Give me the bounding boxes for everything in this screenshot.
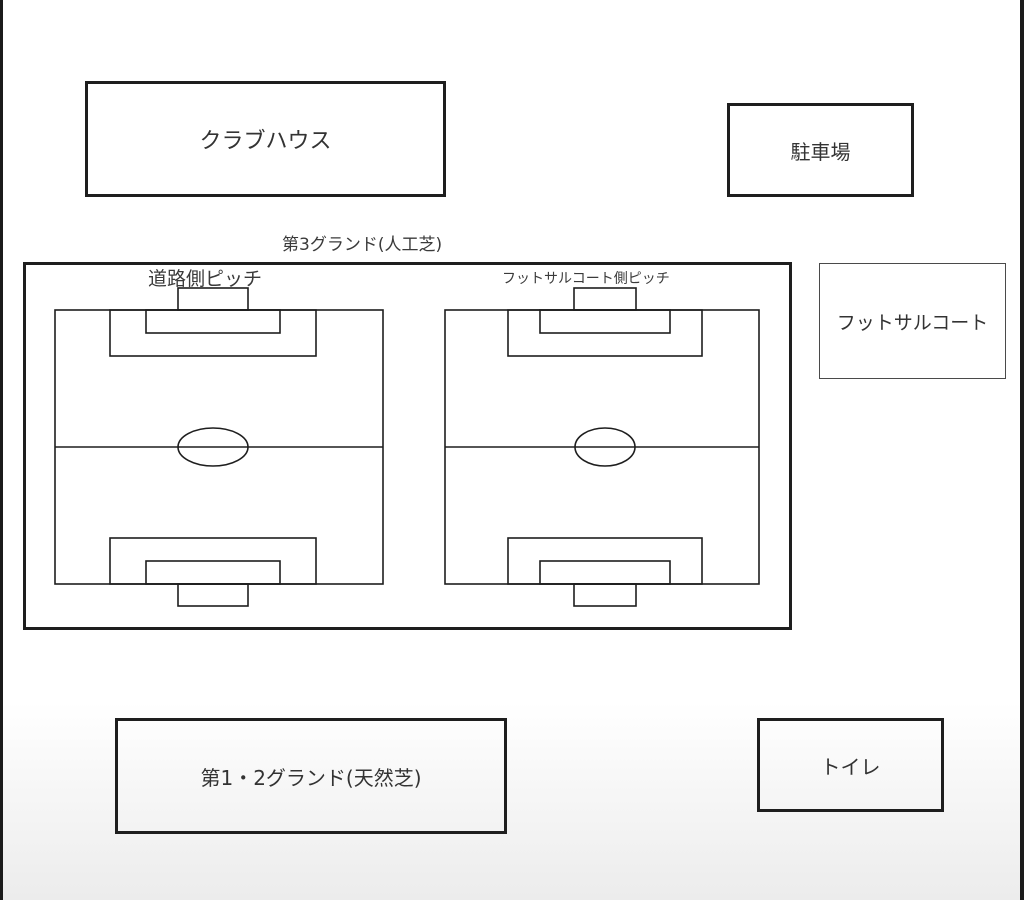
toilet-building: トイレ (757, 718, 944, 812)
ground3-title: 第3グランド(人工芝) (282, 235, 443, 255)
road-side-pitch-label: 道路側ピッチ (148, 268, 263, 290)
futsal-side-pitch-label: フットサルコート側ピッチ (502, 271, 670, 287)
clubhouse-label: クラブハウス (199, 129, 332, 154)
ground3-boundary (23, 262, 792, 630)
grounds-1-2-label: 第1・2グランド(天然芝) (200, 765, 422, 790)
parking-lot: 駐車場 (727, 103, 914, 197)
clubhouse-building: クラブハウス (85, 81, 446, 197)
grounds-1-2: 第1・2グランド(天然芝) (115, 718, 507, 834)
frame-edge-right (1020, 0, 1024, 900)
futsal-court-label: フットサルコート (836, 311, 989, 334)
toilet-label: トイレ (820, 754, 881, 779)
parking-label: 駐車場 (790, 139, 851, 164)
frame-edge-left (0, 0, 3, 900)
futsal-court: フットサルコート (819, 263, 1006, 379)
